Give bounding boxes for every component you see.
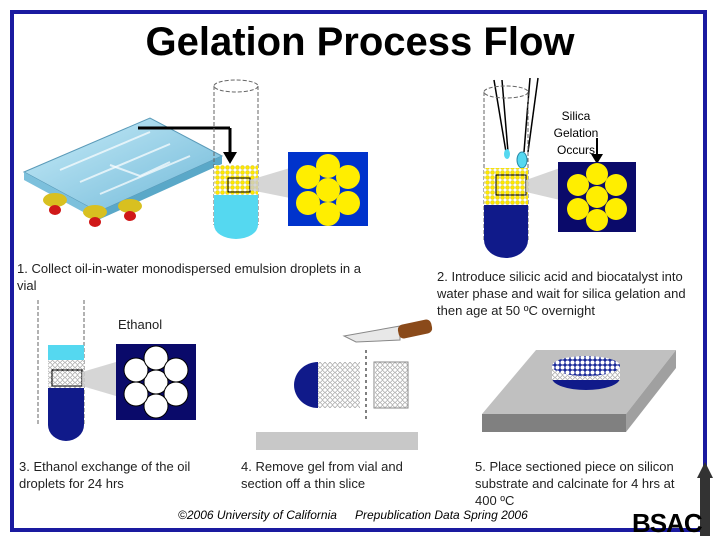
droplet-magnified-step1 [288,152,368,226]
slide-frame [10,10,707,532]
bsac-logo: BSAC [632,508,703,538]
microfluidic-chip [22,117,237,227]
droplet-magnified-step3 [116,344,196,420]
pipettes [493,77,539,169]
vial-step1 [213,79,259,239]
gel-piece [294,350,409,420]
silica-gelation-label: Silica Gelation Occurs [553,109,599,157]
step-1-text: 1. Collect oil-in-water monodispersed em… [17,261,361,293]
slide-title: Gelation Process Flow [145,20,575,64]
step-2-text: 2. Introduce silicic acid and biocatalys… [437,269,686,318]
campanile-icon [697,462,713,536]
vial-step3 [37,300,85,441]
step-5-text: 5. Place sectioned piece on silicon subs… [475,459,675,508]
footer-copyright: ©2006 University of California [178,508,337,522]
vial-step2 [483,85,529,258]
step-3-text: 3. Ethanol exchange of the oil droplets … [19,459,191,491]
droplet-magnified-step2 [558,162,636,232]
step-4-text: 4. Remove gel from vial and section off … [241,459,403,491]
footer-note: Prepublication Data Spring 2006 [355,508,528,522]
knife [342,319,433,343]
slice-base [256,432,418,450]
ethanol-label: Ethanol [118,317,163,332]
silicon-substrate [482,350,676,432]
